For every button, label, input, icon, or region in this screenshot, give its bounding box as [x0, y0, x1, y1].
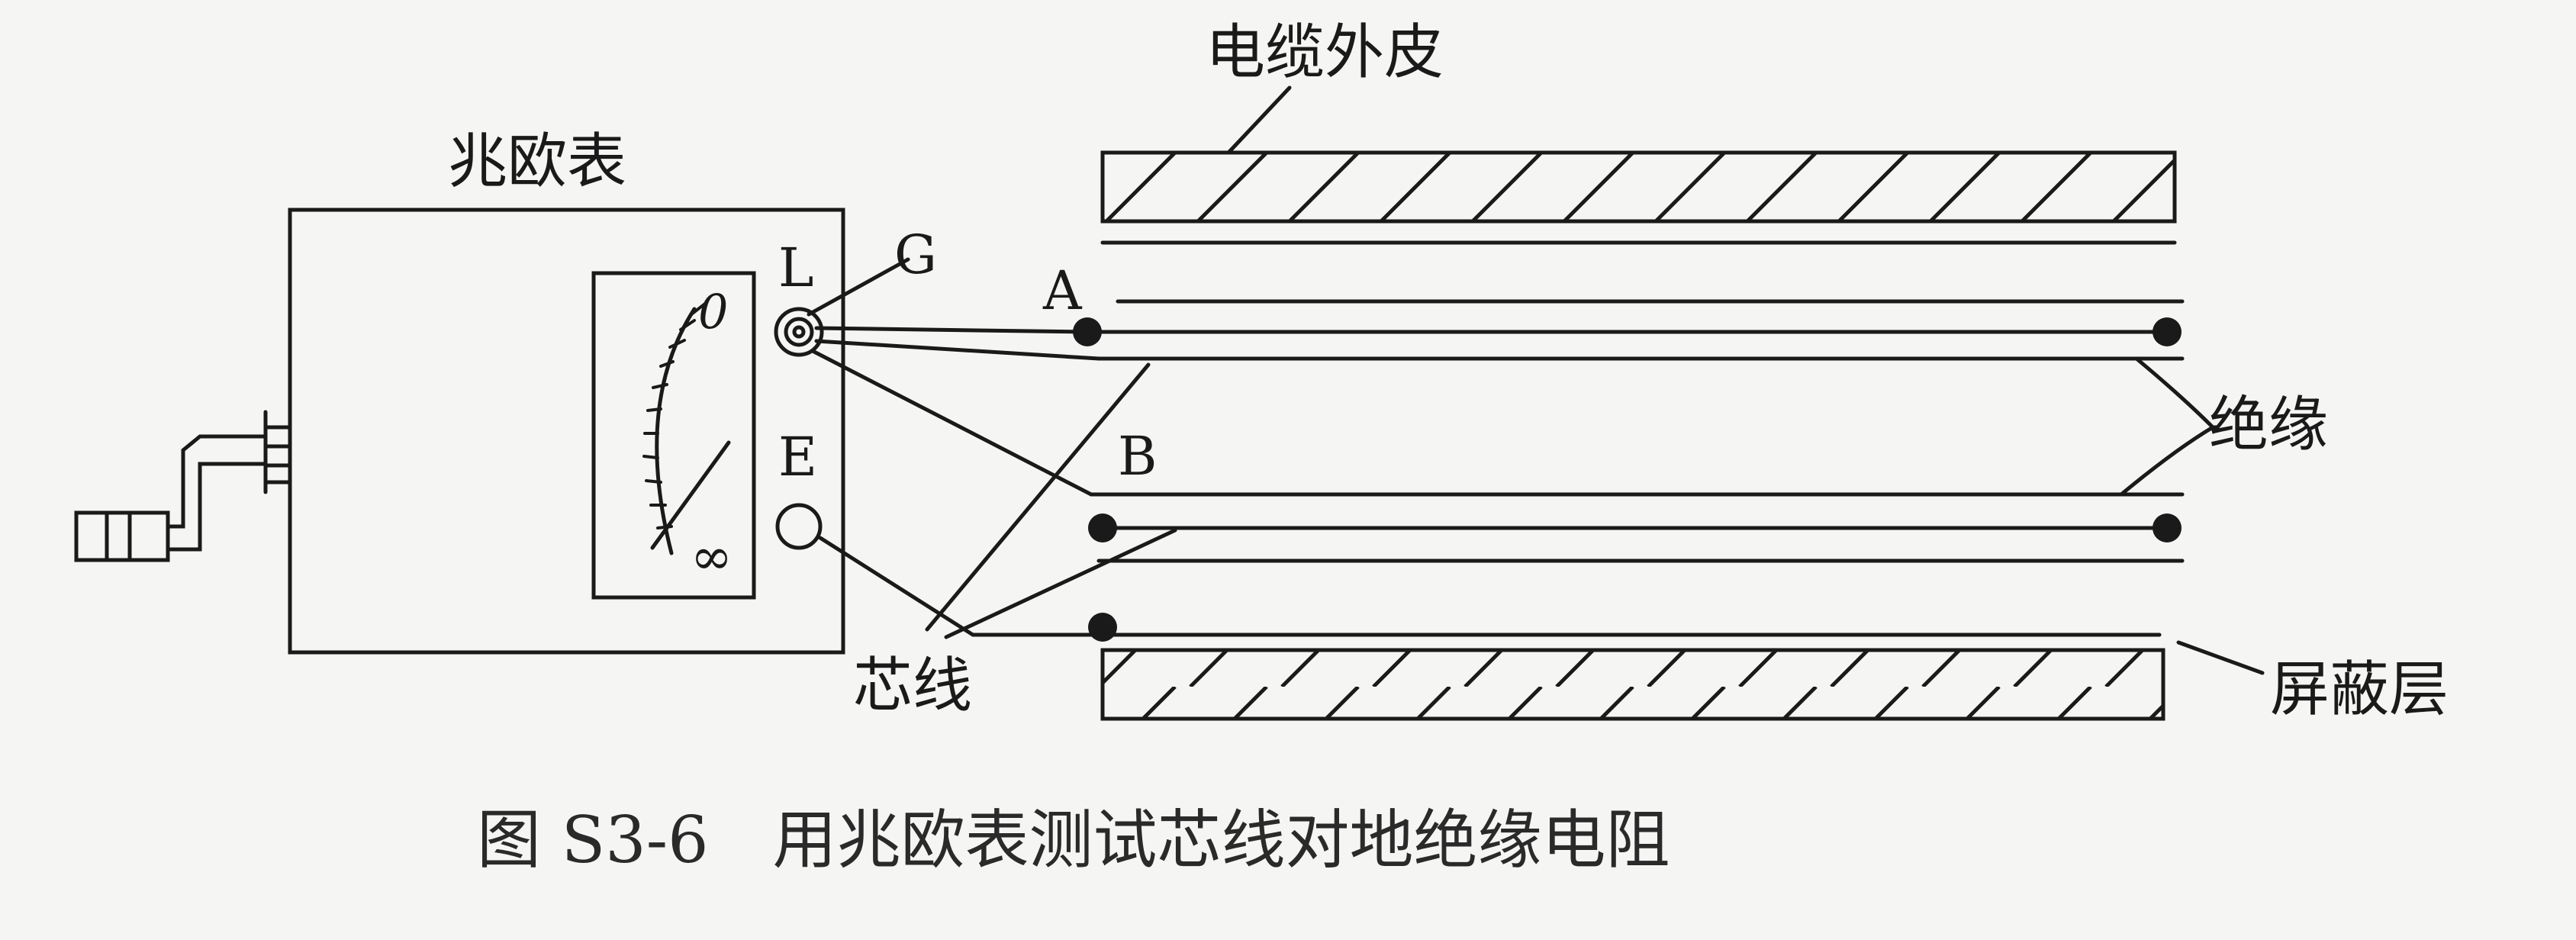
dial-infinity-mark: ∞ — [691, 527, 733, 586]
leader-insulation — [2119, 356, 2219, 497]
hand-crank — [74, 410, 292, 562]
label-shield-layer: 屏蔽层 — [2270, 655, 2449, 724]
terminal-L-center — [792, 325, 806, 339]
terminal-L-outer — [774, 307, 824, 357]
terminal-L-inner — [784, 317, 814, 347]
dial-window — [591, 271, 756, 600]
label-terminal-E: E — [778, 426, 817, 488]
cable-layers — [1089, 240, 2185, 637]
megohmmeter-body — [288, 208, 845, 655]
leader-cable-sheath — [1226, 85, 1292, 155]
terminal-E — [775, 503, 823, 550]
label-point-A: A — [1042, 259, 1083, 322]
cable-sheath-bottom — [1100, 648, 2165, 721]
figure-caption: 图 S3-6 用兆欧表测试芯线对地绝缘电阻 — [477, 803, 1670, 877]
label-terminal-G: G — [894, 224, 937, 286]
label-cable-sheath: 电缆外皮 — [1206, 18, 1444, 87]
dial-scale-arc — [655, 307, 697, 555]
dial-tick-marks — [642, 302, 707, 530]
dial-needle — [650, 440, 731, 550]
label-insulation: 绝缘 — [2209, 391, 2328, 459]
cable-sheath-top — [1100, 150, 2177, 224]
leader-shield-layer — [2176, 640, 2265, 675]
label-core-wire: 芯线 — [853, 652, 972, 720]
dial-zero-mark: 0 — [698, 284, 728, 340]
label-point-B: B — [1118, 425, 1157, 488]
label-megohmmeter: 兆欧表 — [448, 127, 626, 196]
test-leads — [807, 257, 1105, 637]
label-terminal-L: L — [778, 237, 813, 299]
leader-core-wire — [925, 362, 1177, 639]
connection-dots — [1073, 317, 2182, 642]
